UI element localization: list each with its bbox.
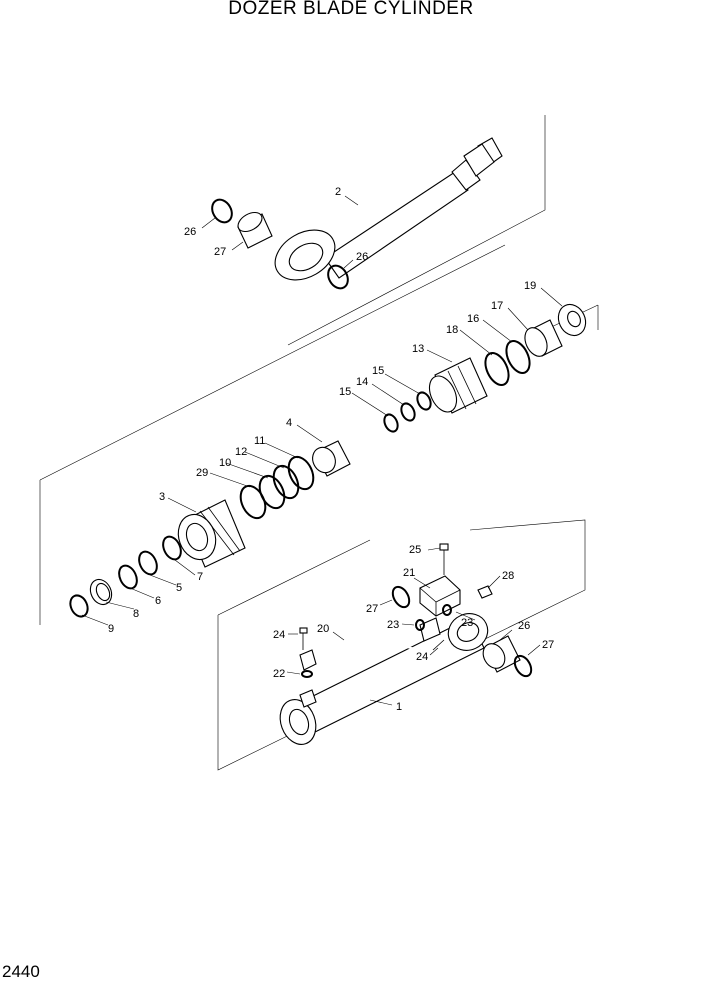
- ring-12: [272, 464, 300, 500]
- callout-24: 24: [273, 629, 285, 641]
- callout-15: 15: [372, 365, 384, 377]
- seal-7: [162, 535, 182, 561]
- o-ring-23-left: [415, 619, 425, 631]
- callout-19: 19: [524, 280, 536, 292]
- callout-4: 4: [286, 417, 292, 429]
- callout-14: 14: [356, 376, 368, 388]
- seal-15-right: [416, 391, 432, 411]
- ring-11: [287, 455, 315, 491]
- pin-bushing-27-upper: [237, 211, 273, 249]
- callout-6: 6: [155, 595, 161, 607]
- grease-nipple-28: [477, 585, 493, 599]
- callout-26: 26: [518, 620, 530, 632]
- check-valve-block-21: [419, 575, 461, 617]
- callout-20: 20: [317, 623, 329, 635]
- callout-15: 15: [339, 386, 351, 398]
- callout-11: 11: [254, 435, 265, 447]
- o-ring-22: [301, 670, 313, 678]
- bolt-24-right: [432, 639, 445, 651]
- seal-15-left: [383, 413, 399, 433]
- rod-cover: [177, 499, 246, 568]
- callout-29: 29: [196, 467, 208, 479]
- callout-26: 26: [356, 251, 368, 263]
- seal-27-middle: [391, 585, 411, 609]
- callout-2: 2: [335, 186, 341, 198]
- callout-12: 12: [235, 446, 247, 458]
- callout-27: 27: [214, 246, 226, 258]
- callout-23: 23: [461, 617, 473, 629]
- page-title: DOZER BLADE CYLINDER: [228, 0, 474, 19]
- callout-27: 27: [542, 639, 554, 651]
- seal-26-upper-left: [211, 198, 233, 224]
- seal-6: [118, 564, 138, 590]
- seal-5: [138, 550, 158, 576]
- bushing-4: [312, 440, 351, 477]
- callout-17: 17: [491, 300, 503, 312]
- piston-13: [428, 357, 488, 414]
- seal-27-lower-right: [513, 654, 533, 678]
- leader-lines: [81, 195, 563, 706]
- cylinder-tube: [279, 613, 489, 745]
- lock-nut-19: [557, 303, 587, 337]
- callout-16: 16: [467, 313, 479, 325]
- callout-5: 5: [176, 582, 182, 594]
- wear-ring-17: [524, 319, 563, 357]
- snap-ring-9: [69, 594, 89, 618]
- rod-group-frame: [287, 115, 546, 346]
- callout-25: 25: [409, 544, 421, 556]
- seal-14: [400, 402, 416, 422]
- page-number: 2440: [2, 962, 40, 981]
- callout-24: 24: [416, 651, 428, 663]
- callout-21: 21: [403, 567, 415, 579]
- callout-28: 28: [502, 570, 514, 582]
- callout-labels: 2 26 27 26 19 17 16 18 13 15 14 15 4 11 …: [108, 186, 554, 713]
- callout-26: 26: [184, 226, 196, 238]
- callout-7: 7: [197, 571, 203, 583]
- callout-9: 9: [108, 623, 114, 635]
- callout-13: 13: [412, 343, 424, 355]
- bolt-24-left: [299, 627, 308, 650]
- seal-26-upper-right: [327, 264, 349, 290]
- internals-group-frame: [39, 244, 599, 625]
- seal-8: [89, 578, 113, 606]
- callout-8: 8: [133, 608, 139, 620]
- tube-group-frame: [217, 519, 586, 771]
- piston-rod: [274, 137, 503, 281]
- ring-18: [484, 352, 510, 386]
- callout-3: 3: [159, 491, 165, 503]
- callout-22: 22: [273, 668, 285, 680]
- o-ring-23-right: [442, 604, 452, 616]
- ring-10: [258, 474, 286, 510]
- pipe-20: [299, 617, 441, 671]
- callout-1: 1: [396, 701, 402, 713]
- callout-23: 23: [387, 619, 399, 631]
- callout-10: 10: [219, 457, 231, 469]
- bolt-25: [439, 543, 449, 575]
- callout-27: 27: [366, 603, 378, 615]
- pin-bushing-26-lower: [482, 635, 521, 673]
- ring-16: [505, 340, 531, 374]
- callout-18: 18: [446, 324, 458, 336]
